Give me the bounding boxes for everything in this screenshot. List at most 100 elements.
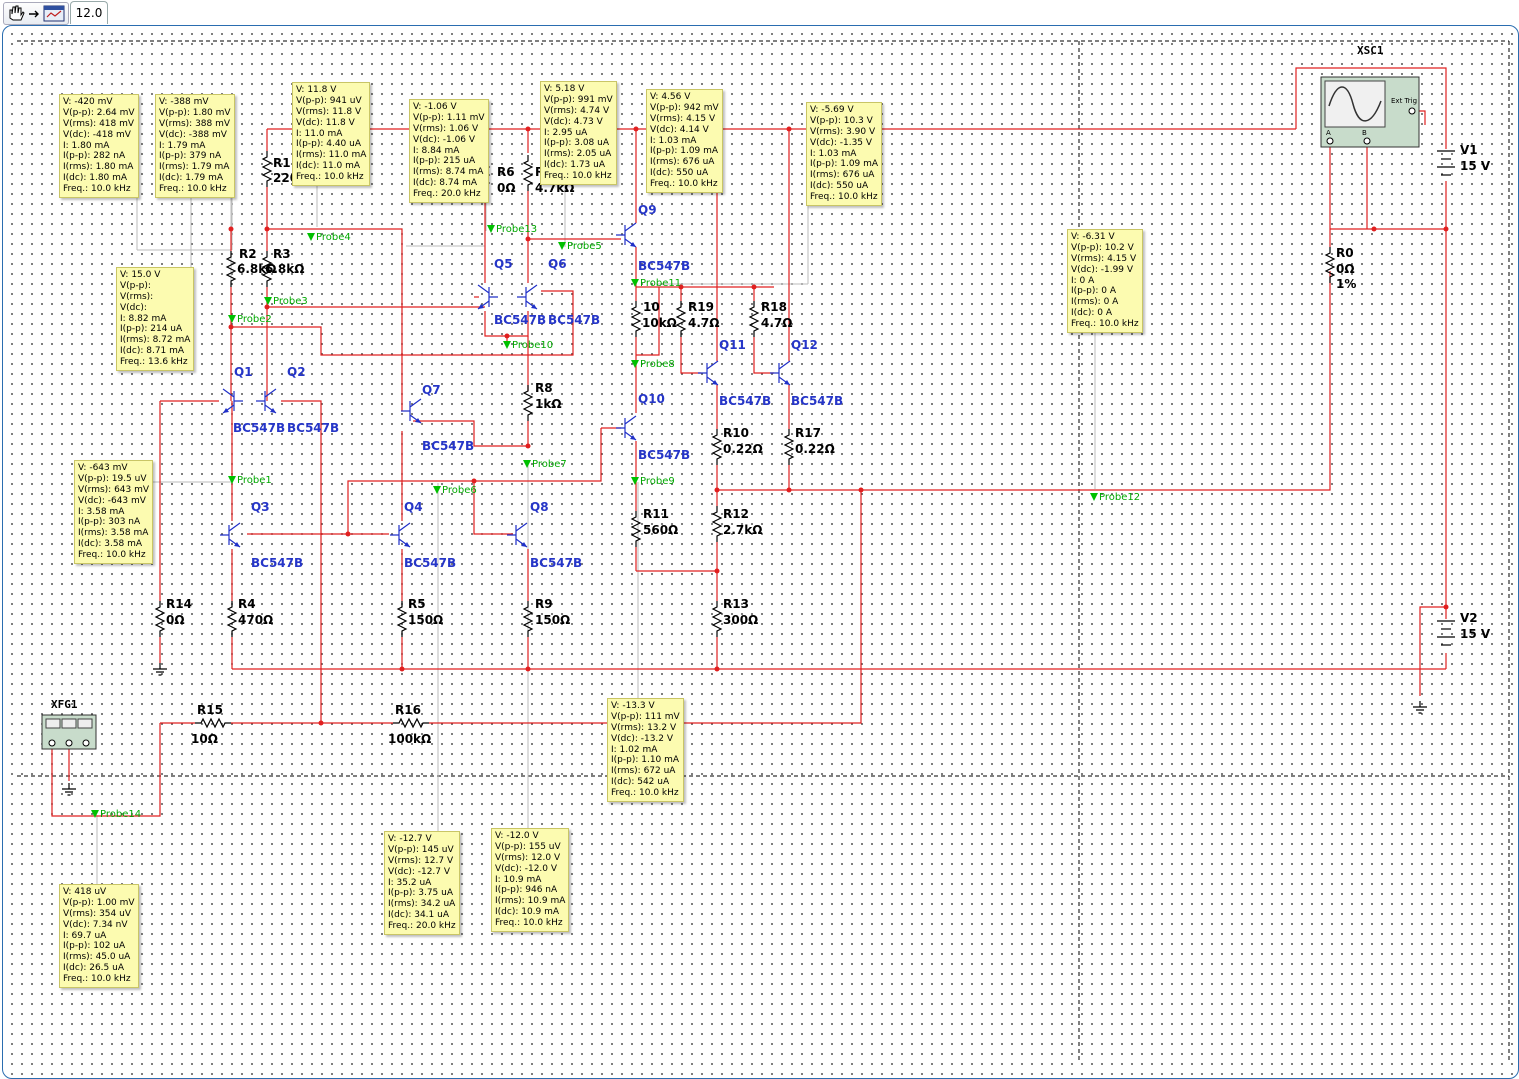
readout-line: V(p-p): 1.11 mV [413,112,485,123]
r5-ref: R5 [408,597,426,611]
readout-line: V(rms): 3.90 V [810,126,876,137]
readout-line: I: 1.03 mA [650,135,697,146]
r20-ref: 10 [643,300,660,314]
probe-14-label: Probe14 [100,809,142,820]
q7-ref: Q7 [422,383,441,397]
q1-ref: Q1 [234,365,253,379]
r9-value: 150Ω [535,613,571,627]
scope-ext-trig-label: Ext Trig [1391,97,1418,105]
r0-value: 0Ω [1336,262,1355,276]
readout-line: I(p-p): 1.09 mA [650,146,719,157]
toolbar: 12.0 [0,0,1519,26]
r4-value: 470Ω [238,613,274,627]
readout-line: I(p-p): 303 nA [78,517,141,528]
r14-value: 0Ω [166,613,185,627]
readout-line: Freq.: 13.6 kHz [120,357,188,368]
batteries[interactable] [1437,150,1455,646]
readout-line: V(rms): 4.74 V [544,105,610,116]
readout-line: V: -12.0 V [495,831,539,841]
r1-ref: R1 [273,156,291,170]
readout-line: V(p-p): 145 uV [388,844,454,855]
readout-line: V: 15.0 V [120,270,161,280]
probe-4[interactable]: Probe4 [307,232,351,243]
v2-ref: V2 [1460,611,1478,625]
probe-11[interactable]: Probe11 [631,278,681,289]
readout-line: Freq.: 10.0 kHz [495,918,563,929]
r19-value: 4.7Ω [688,316,720,330]
r18-value: 4.7Ω [761,316,793,330]
r3-value: 6.8kΩ [265,262,305,276]
readout-line: I(p-p): 3.75 uA [388,888,454,899]
probe-7[interactable]: Probe7 [523,459,567,470]
q8-ref: Q8 [530,500,549,514]
q9-ref: Q9 [638,203,657,217]
q3-model: BC547B [251,556,304,570]
tab-zoom[interactable]: 12.0 [70,1,108,24]
q3-ref: Q3 [251,500,270,514]
readout-line: I(dc): 1.73 uA [544,160,605,171]
readout-line: Freq.: 20.0 kHz [413,189,481,200]
readout-line: I(rms): 676 uA [650,157,715,168]
hand-icon[interactable] [3,2,69,25]
r15-ref: R15 [197,703,223,717]
readout-line: Freq.: 10.0 kHz [63,184,131,195]
r11-value: 560Ω [643,523,679,537]
r10-ref: R10 [723,426,749,440]
probe-5[interactable]: Probe5 [558,241,602,252]
readout-line: I(p-p): 1.09 mA [810,159,879,170]
function-generator-xfg1[interactable] [41,714,97,750]
readout-line: V(p-p): 1.80 mV [159,107,231,118]
probe-12-label: Probe12 [1099,492,1141,503]
probe-1[interactable]: Probe1 [228,475,272,486]
readout-line: I(rms): 676 uA [810,170,875,181]
r12-ref: R12 [723,507,749,521]
v2-value: 15 V [1460,627,1491,641]
oscilloscope-xsc1[interactable] [1320,76,1420,148]
probe-8[interactable]: Probe8 [631,359,675,370]
q4-model: BC547B [404,556,457,570]
probe-2[interactable]: Probe2 [228,314,272,325]
readout-line: V: -13.3 V [611,701,655,711]
r3-ref: R3 [273,247,291,261]
readout-line: I(rms): 0 A [1071,297,1119,308]
schematic-workspace[interactable]: XSC1 XFG1 Ext Trig A B R1 220 R2 6.8kΩ R… [2,25,1519,1079]
probe-13-label: Probe13 [496,224,538,235]
junctions [228,126,1449,726]
readout-line: I: 8.82 mA [120,313,167,324]
readout-line: Freq.: 10.0 kHz [63,974,131,985]
readout-line: I: 1.02 mA [611,744,658,755]
readout-line: V(p-p): 2.64 mV [63,107,135,118]
readout-line: I(p-p): 215 uA [413,156,476,167]
probe-10[interactable]: Probe10 [503,340,553,351]
probe-3-label: Probe3 [273,296,308,307]
probe-5-label: Probe5 [567,241,602,252]
readout-line: V(dc): -643 mV [78,495,146,506]
probe-11-label: Probe11 [640,278,682,289]
readout-line: Freq.: 10.0 kHz [78,550,146,561]
probe-6[interactable]: Probe6 [433,485,477,496]
readout-line: V: -1.06 V [413,102,457,112]
probe-8-label: Probe8 [640,359,675,370]
probe-13[interactable]: Probe13 [487,224,537,235]
readout-line: Freq.: 10.0 kHz [1071,319,1139,330]
readout-line: V(dc): 4.73 V [544,116,603,127]
readout-line: I(dc): 34.1 uA [388,910,449,921]
readout-line: V(p-p): 10.3 V [810,115,873,126]
probe-12[interactable]: Probe12 [1090,492,1140,503]
v1-value: 15 V [1460,159,1491,173]
q1-model: BC547B [233,421,286,435]
probe-3[interactable]: Probe3 [264,296,308,307]
readout-line: V(p-p): 991 mV [544,94,613,105]
readout-line: V(rms): 418 mV [63,118,135,129]
readout-line: V(rms): 354 uV [63,908,131,919]
readout-line: V(rms): 1.06 V [413,123,479,134]
probe-14[interactable]: Probe14 [91,809,141,820]
readout-line: V(dc): -1.35 V [810,137,873,148]
readout-line: V: -643 mV [78,463,128,473]
readout-line: I: 69.7 uA [63,930,107,941]
probe-9[interactable]: Probe9 [631,476,675,487]
r7-ref: R [535,165,544,179]
